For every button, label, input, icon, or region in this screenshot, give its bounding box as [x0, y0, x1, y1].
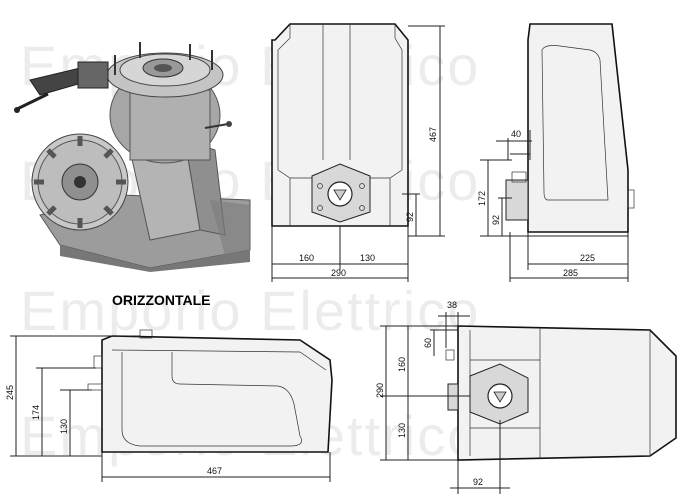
horizontal-side-view: 245 174 130 467: [5, 329, 333, 482]
dim-htop-base: 92: [473, 477, 483, 487]
dim-front-left: 160: [299, 253, 314, 263]
dim-side-base: 92: [491, 215, 501, 225]
motor-photo: [14, 42, 251, 272]
dim-htop-offset-x: 38: [447, 300, 457, 310]
side-view: 40 172 92 225 285: [477, 23, 635, 282]
section-title: ORIZZONTALE: [112, 292, 211, 308]
front-view: 467 92 160 130 290: [271, 23, 445, 282]
dim-front-total: 290: [331, 268, 346, 278]
dim-side-total: 285: [563, 268, 578, 278]
watermark-row-3: Emporio Elettrico: [20, 279, 480, 342]
dim-front-height: 467: [428, 127, 438, 142]
dim-htop-upper: 160: [397, 357, 407, 372]
dim-side-box: 172: [477, 191, 487, 206]
dim-front-base: 92: [405, 212, 415, 222]
dim-side-offset: 40: [511, 129, 521, 139]
dim-side-inner: 225: [580, 253, 595, 263]
dim-front-right: 130: [360, 253, 375, 263]
dim-htop-width: 290: [375, 383, 385, 398]
horizontal-top-view: 38 60 290 160 130 92: [375, 300, 677, 494]
dim-hside-length: 467: [207, 466, 222, 476]
dim-htop-lower: 130: [397, 423, 407, 438]
dim-hside-mid: 174: [31, 405, 41, 420]
dim-htop-offset-y: 60: [423, 338, 433, 348]
dim-hside-total: 245: [5, 385, 15, 400]
dim-hside-low: 130: [59, 419, 69, 434]
